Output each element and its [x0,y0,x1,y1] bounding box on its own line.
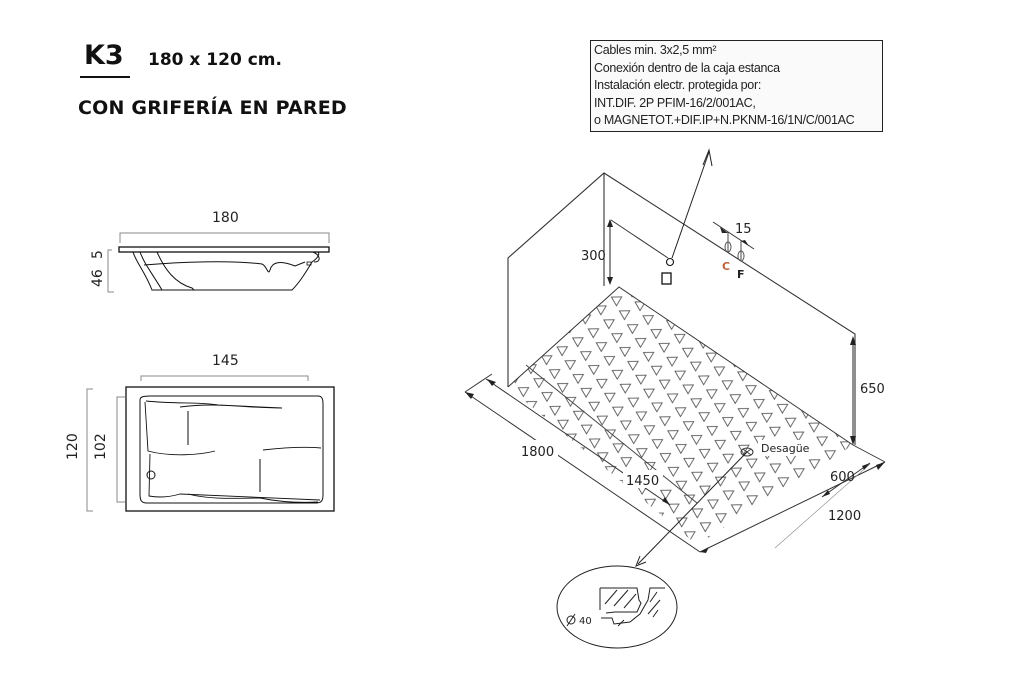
note-pointer-arrow [671,151,710,259]
note-line-cables: Cables min. 3x2,5 mm² [594,43,717,57]
note-line-connection: Conexión dentro de la caja estanca [594,60,780,75]
width-label: 1200 [828,509,861,524]
drain-detail-ellipse [556,565,678,649]
diameter-symbol-icon [566,615,576,625]
drain-pointer-arrow [637,451,748,565]
drain-label: Desagüe [761,442,810,455]
note-line-breaker-1: INT.DIF. 2P PFIM-16/2/001AC, [594,95,756,110]
subtitle: CON GRIFERÍA EN PARED [78,97,347,119]
hot-label: C [722,260,730,273]
length-outer-label: 1800 [521,445,554,460]
drain-detail-section [599,587,665,627]
model-code: K3 [84,40,124,71]
wall-height-label: 650 [860,382,885,397]
floor-inner-edge [525,364,698,504]
outlet-height-label: 300 [581,249,606,264]
note-line-breaker-2: o MAGNETOT.+DIF.IP+N.PKNM-16/1N/C/001AC [594,113,855,127]
tap-spacing-label: 15 [735,222,752,237]
top-view: 145 120 102 [60,345,350,520]
drain-icon [740,447,754,457]
floor-antislip-pattern [508,287,853,545]
outlet-icon [665,257,675,267]
installation-notes-box: Cables min. 3x2,5 mm² Conexión dentro de… [590,40,883,132]
model-underline [80,76,130,78]
top-view-drawing [86,375,335,512]
model-size: 180 x 120 cm. [148,50,282,70]
side-view-drawing [107,232,330,293]
top-length-label: 145 [212,353,239,369]
side-view: 180 5 46 [90,205,340,300]
note-line-protection: Instalación electr. protegida por: [594,78,761,92]
length-inner-label: 1450 [626,474,659,489]
electric-box-icon [661,272,672,285]
drain-offset-label: 600 [830,470,855,485]
floor-back-edges [507,286,854,446]
drain-diameter-label: 40 [579,616,592,627]
side-width-label: 180 [212,210,239,226]
cold-tap-icon [737,250,745,262]
cold-label: F [737,268,745,281]
hot-tap-icon [724,241,732,253]
